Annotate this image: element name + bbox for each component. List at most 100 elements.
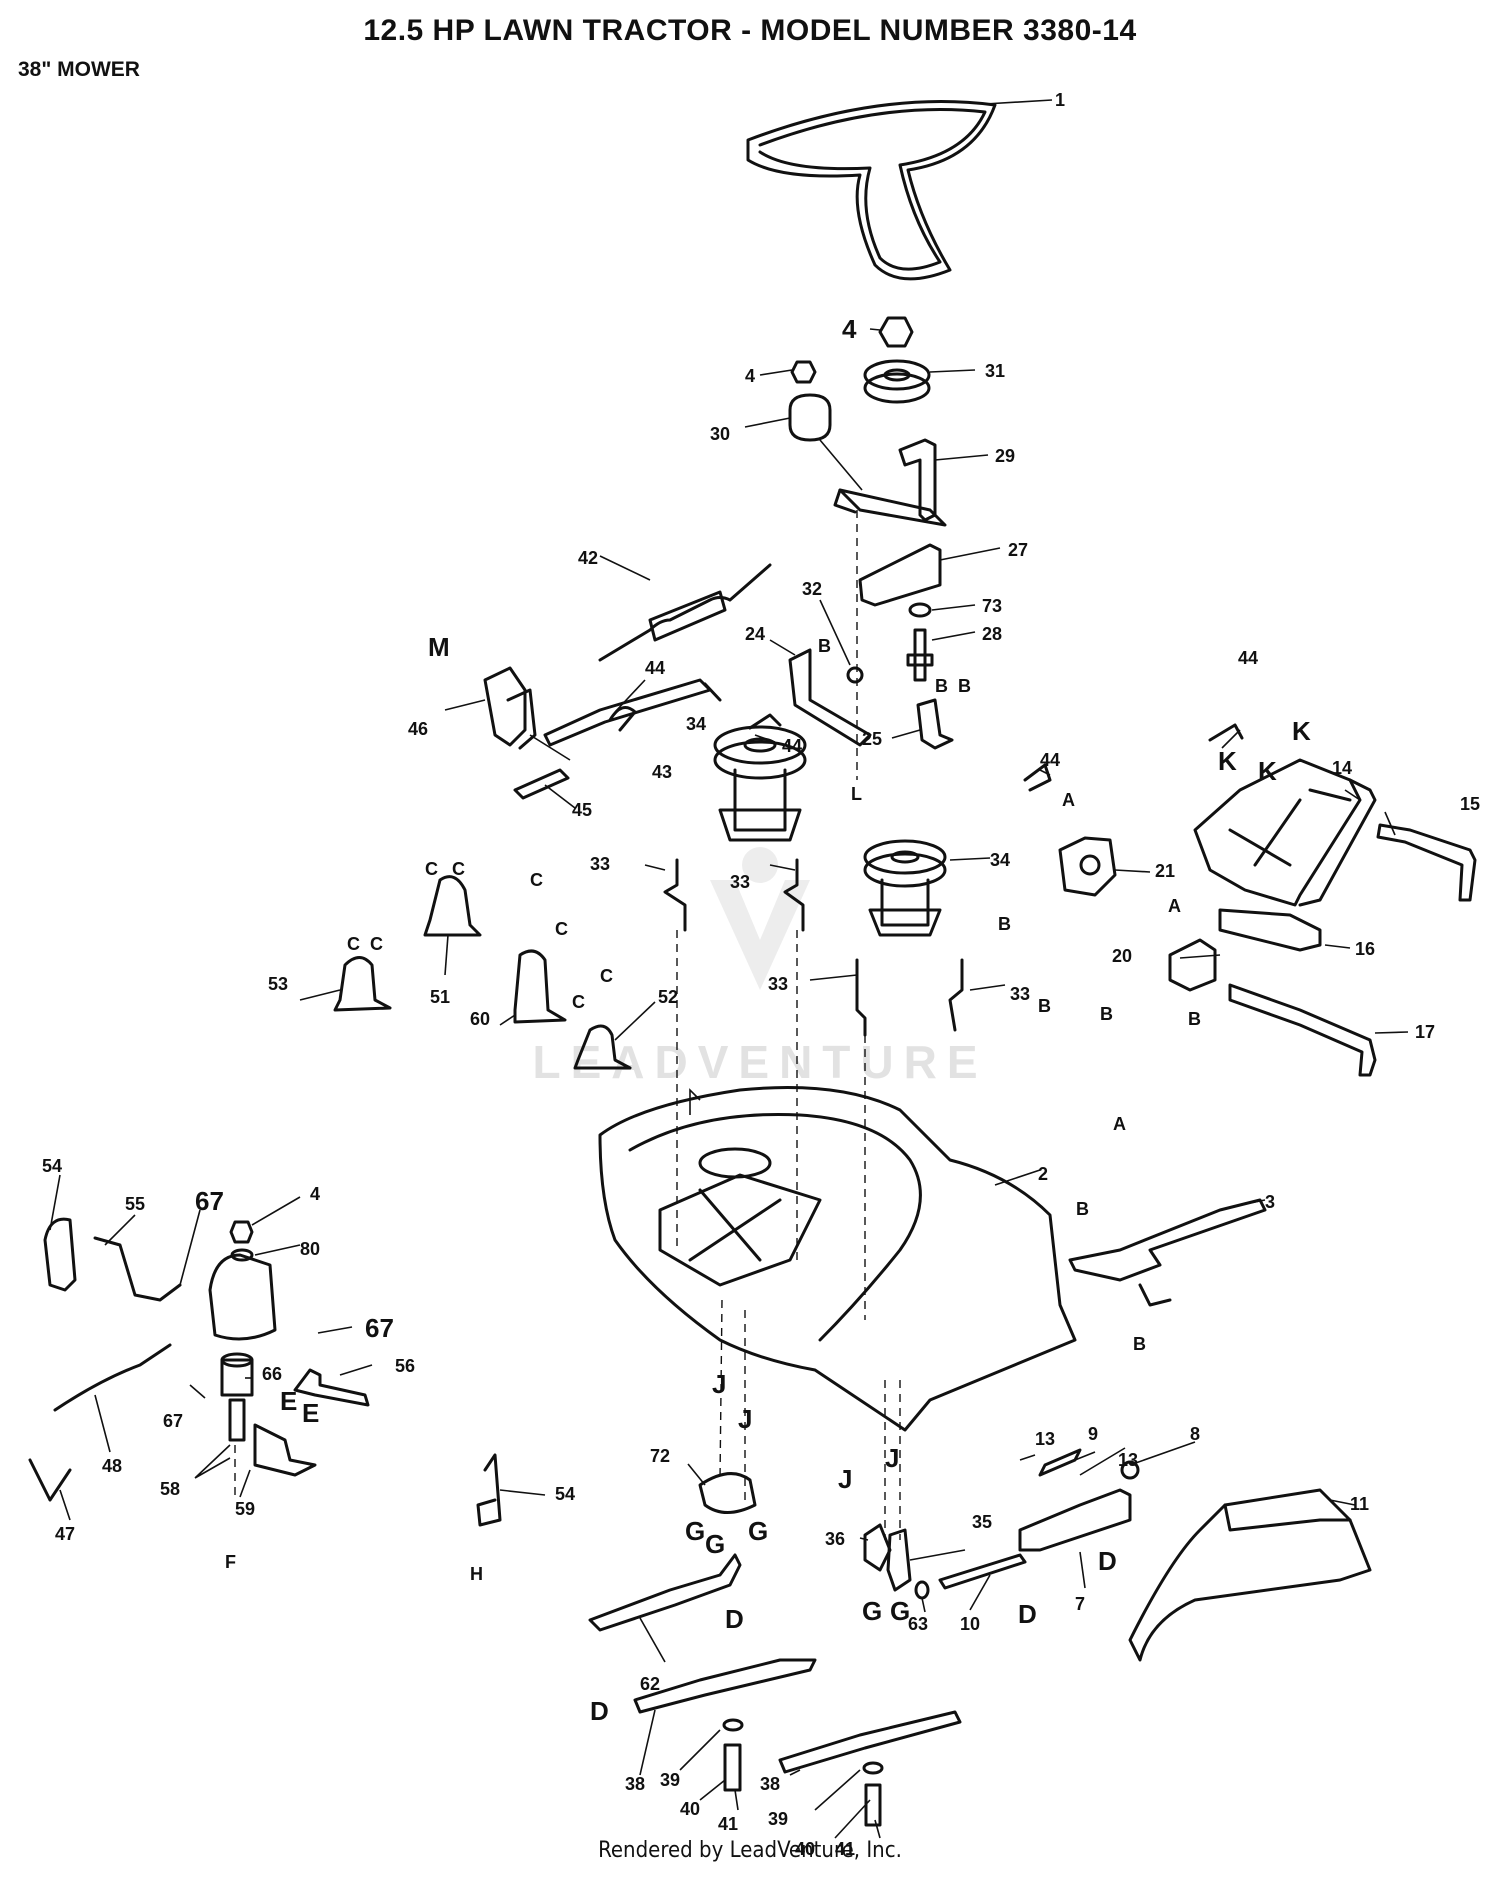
callout-14: 14: [1332, 758, 1352, 778]
callout-C: C: [425, 859, 438, 879]
callout-62: 62: [640, 1674, 660, 1694]
callout-47: 47: [55, 1524, 75, 1544]
part-mower-deck: [598, 1086, 1077, 1432]
callout-M: M: [428, 632, 450, 662]
part-idler: [788, 393, 832, 442]
part-rod-15: [1376, 823, 1477, 902]
part-bracket-14: [1193, 758, 1362, 907]
part-cable-48: [53, 1343, 172, 1412]
callout-60: 60: [470, 1009, 490, 1029]
callout-D: D: [725, 1604, 744, 1634]
part-bracket-59: [253, 1423, 317, 1477]
callout-67: 67: [163, 1411, 183, 1431]
callout-L: L: [851, 784, 862, 804]
callout-56: 56: [395, 1356, 415, 1376]
callout-G: G: [862, 1596, 882, 1626]
callout-41: 41: [835, 1839, 855, 1859]
callout-1: 1: [1055, 90, 1065, 110]
part-bracket-20: [1168, 938, 1217, 992]
callout-13: 13: [1035, 1429, 1055, 1449]
callout-40: 40: [680, 1799, 700, 1819]
callout-C: C: [572, 992, 585, 1012]
part-hanger-52: [573, 1024, 632, 1070]
parts-drawing: [28, 100, 1477, 1827]
callout-67: 67: [365, 1313, 394, 1343]
callout-F: F: [225, 1552, 236, 1572]
alignment-lines: [234, 439, 901, 1540]
callout-13: 13: [1118, 1450, 1138, 1470]
part-bracket-21: [1058, 836, 1117, 897]
callout-B: B: [935, 676, 948, 696]
callout-D: D: [590, 1696, 609, 1726]
callout-72: 72: [650, 1446, 670, 1466]
callout-B: B: [1133, 1334, 1146, 1354]
page-subtitle: 38" MOWER: [18, 58, 140, 81]
part-spindle-right: [863, 839, 947, 937]
part-rod-10: [938, 1553, 1027, 1590]
callout-31: 31: [985, 361, 1005, 381]
callout-K: K: [1292, 716, 1311, 746]
callout-K: K: [1218, 746, 1237, 776]
callout-E: E: [280, 1386, 297, 1416]
callout-51: 51: [430, 987, 450, 1007]
callout-59: 59: [235, 1499, 255, 1519]
part-plate-16: [1218, 908, 1322, 952]
callout-A: A: [1168, 896, 1181, 916]
page-title: 12.5 HP LAWN TRACTOR - MODEL NUMBER 3380…: [363, 14, 1137, 47]
callout-B: B: [1038, 996, 1051, 1016]
footer-credit: Rendered by LeadVenture, Inc.: [598, 1838, 902, 1863]
callout-53: 53: [268, 974, 288, 994]
watermark-logo-icon: [710, 847, 810, 990]
part-bracket-24: [788, 648, 872, 747]
callout-J: J: [885, 1443, 899, 1473]
callout-2: 2: [1038, 1164, 1048, 1184]
callout-48: 48: [102, 1456, 122, 1476]
callout-33: 33: [768, 974, 788, 994]
callout-11: 11: [1350, 1494, 1369, 1514]
callout-66: 66: [262, 1364, 282, 1384]
part-spring: [598, 563, 772, 662]
callout-D: D: [1098, 1546, 1117, 1576]
callout-G: G: [890, 1596, 910, 1626]
callout-21: 21: [1155, 861, 1175, 881]
part-plate-27: [858, 543, 942, 607]
callout-33: 33: [1010, 984, 1030, 1004]
callout-27: 27: [1008, 540, 1028, 560]
callout-G: G: [748, 1516, 768, 1546]
callout-3: 3: [1265, 1192, 1275, 1212]
part-blade-right: [778, 1710, 962, 1774]
callout-39: 39: [768, 1809, 788, 1829]
part-blade-left: [633, 1658, 817, 1714]
part-nut: [878, 316, 914, 348]
part-rod-43: [543, 678, 712, 747]
callout-4: 4: [842, 314, 857, 344]
callout-43: 43: [652, 762, 672, 782]
callout-39: 39: [660, 1770, 680, 1790]
callout-36: 36: [825, 1529, 845, 1549]
callout-G: G: [685, 1516, 705, 1546]
callout-55: 55: [125, 1194, 145, 1214]
part-54-middle: [476, 1453, 502, 1527]
callout-30: 30: [710, 424, 730, 444]
callout-29: 29: [995, 446, 1015, 466]
callout-17: 17: [1415, 1022, 1435, 1042]
callout-32: 32: [802, 579, 822, 599]
callout-J: J: [738, 1404, 752, 1434]
callout-52: 52: [658, 987, 678, 1007]
part-rod-56: [293, 1368, 370, 1407]
callout-4: 4: [745, 366, 755, 386]
callout-33: 33: [590, 854, 610, 874]
callout-58: 58: [160, 1479, 180, 1499]
part-lift-bar: [1068, 1198, 1267, 1282]
callout-C: C: [600, 966, 613, 986]
callout-67: 67: [195, 1186, 224, 1216]
callout-44: 44: [782, 736, 802, 756]
callout-B: B: [958, 676, 971, 696]
part-36: [886, 1528, 912, 1592]
callout-54: 54: [555, 1484, 575, 1504]
callout-G: G: [705, 1529, 725, 1559]
callout-28: 28: [982, 624, 1002, 644]
callout-34: 34: [990, 850, 1010, 870]
callout-10: 10: [960, 1614, 980, 1634]
part-discharge-chute: [1128, 1488, 1372, 1662]
